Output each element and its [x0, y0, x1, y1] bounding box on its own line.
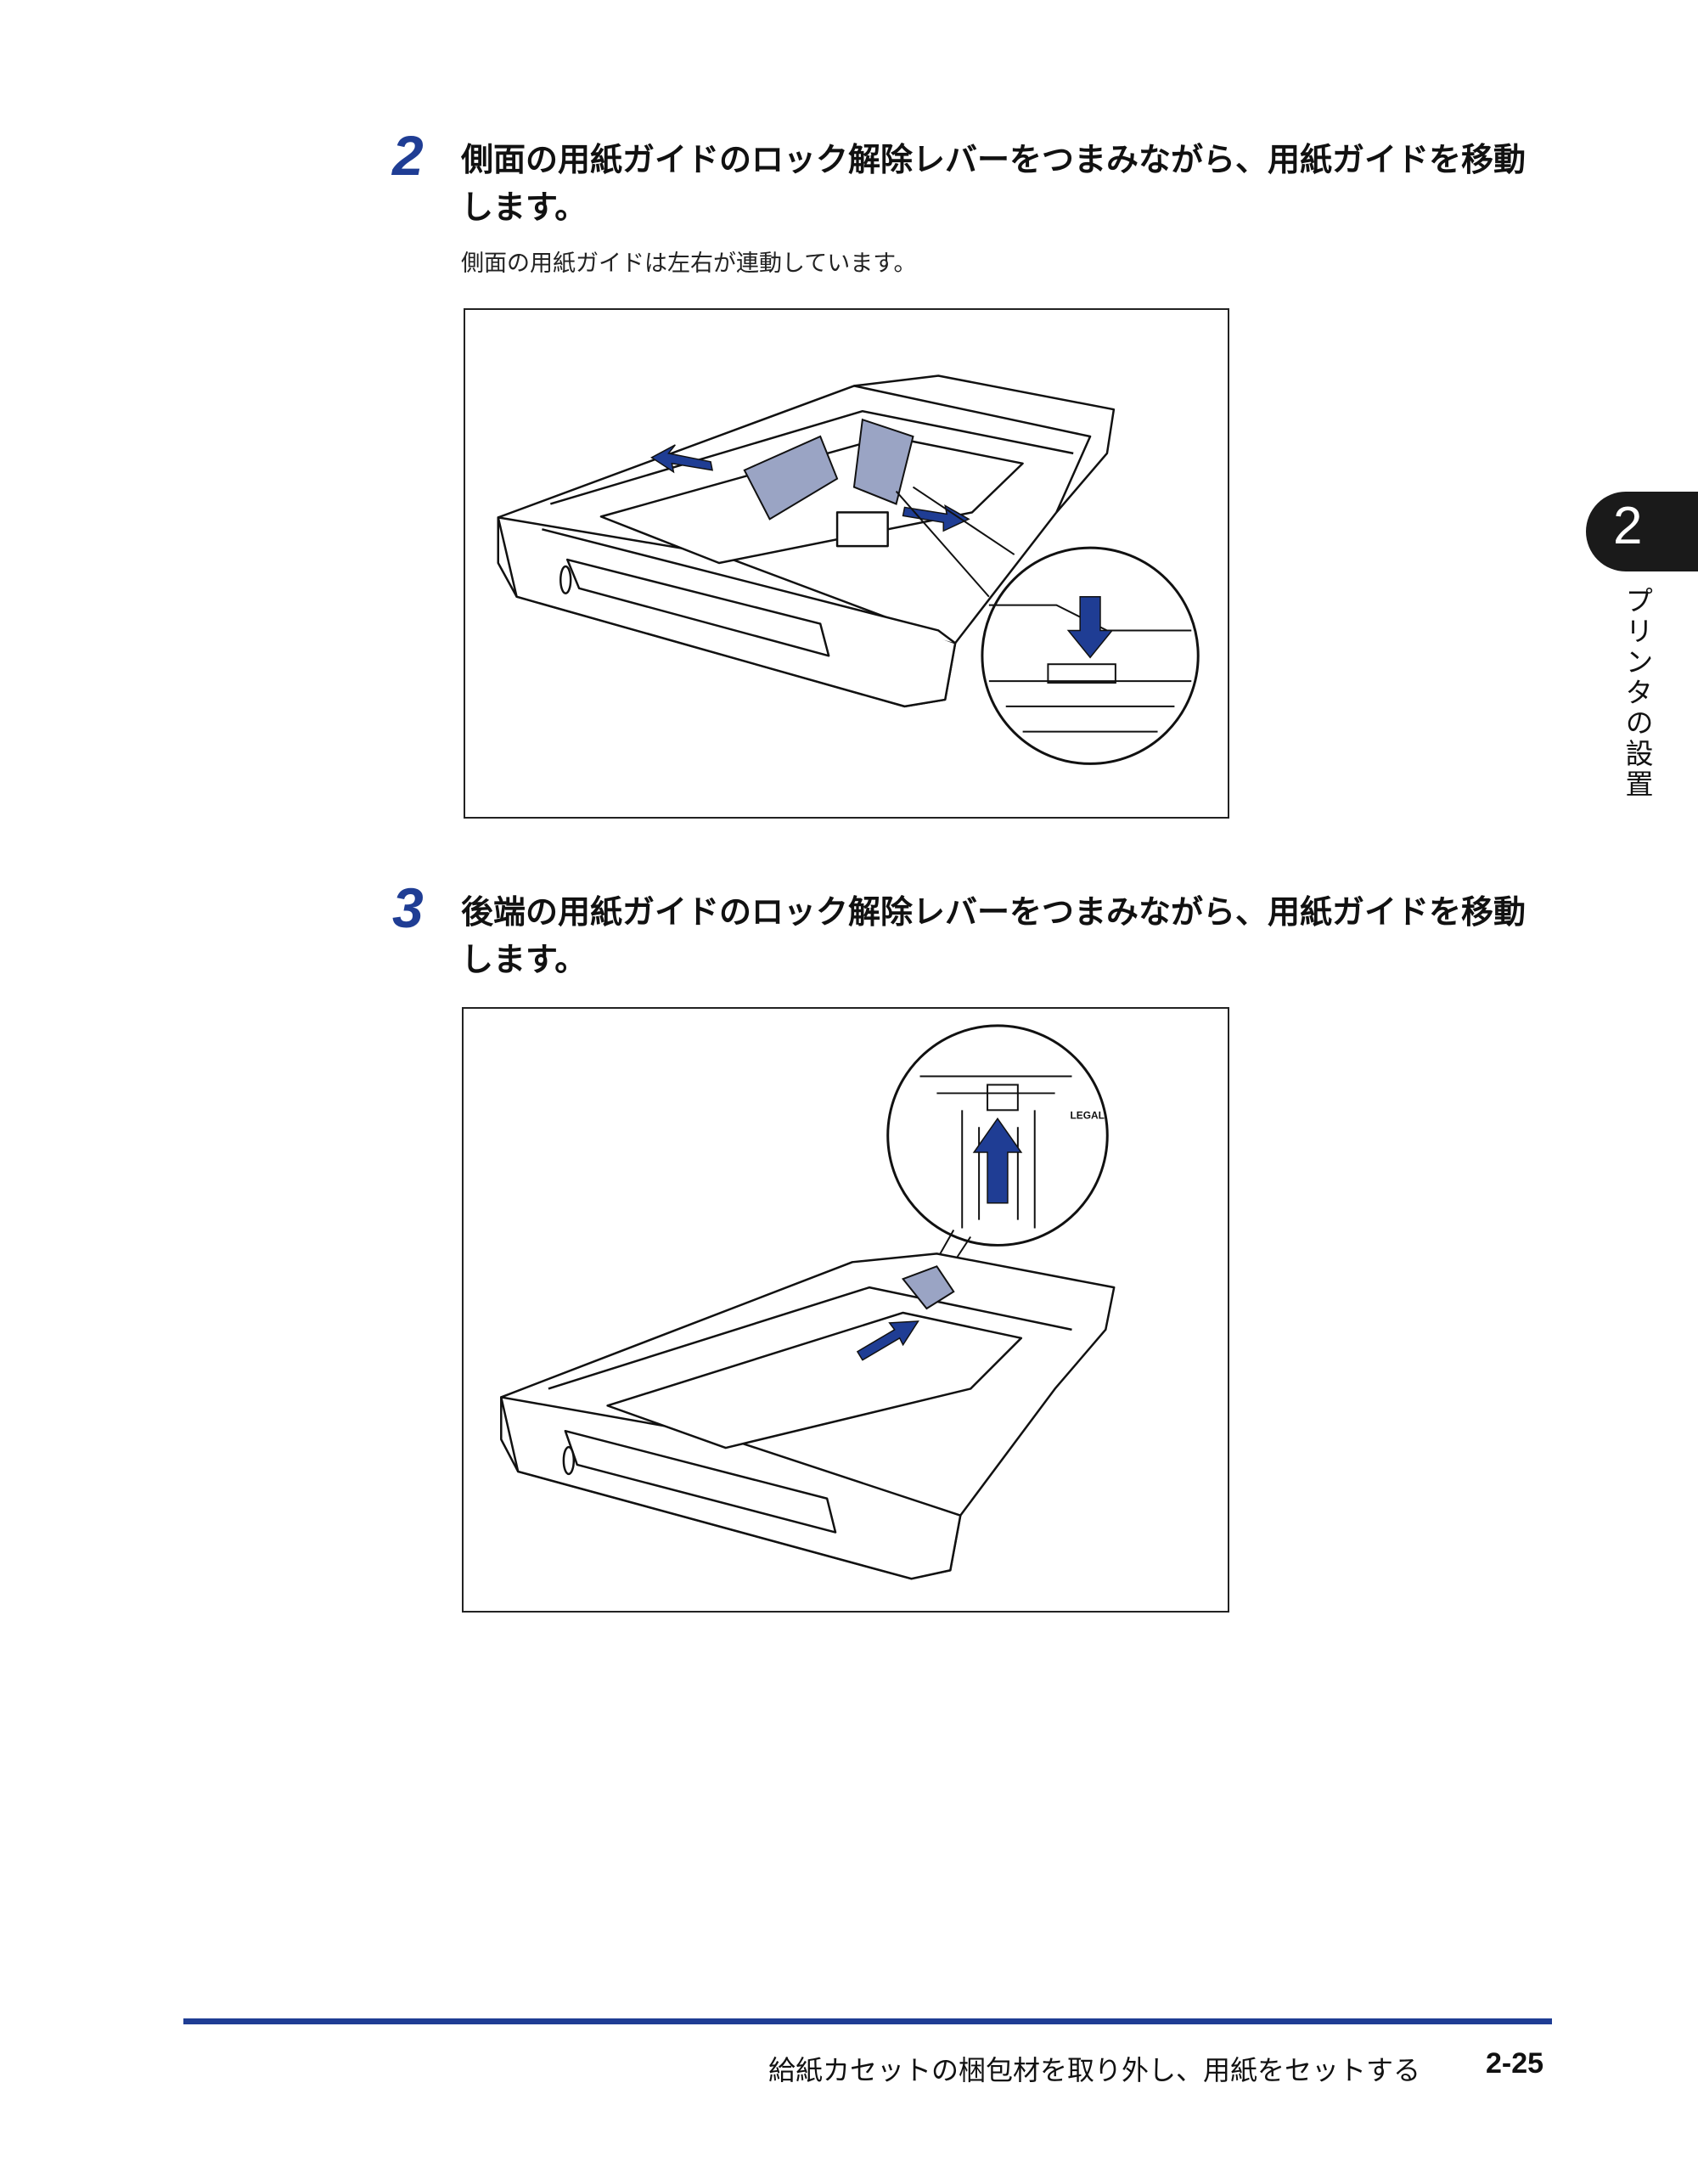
step-2-number: 2 — [392, 124, 424, 187]
step-2-text: 側面の用紙ガイドのロック解除レバーをつまみながら、用紙ガイドを移動します。 — [461, 141, 1527, 226]
legal-label: LEGAL — [1071, 1109, 1105, 1121]
paper-cassette-illustration-2: LEGAL — [500, 1024, 1116, 1580]
figure-rear-guide: LEGAL — [462, 1007, 1229, 1613]
footer-section-title: 給紙カセットの梱包材を取り外し、用紙をセットする — [768, 2054, 1421, 2086]
footer-rule — [183, 2018, 1552, 2024]
step-2-note: 側面の用紙ガイドは左右が連動しています。 — [461, 250, 917, 277]
chapter-tab-label: プリンタの設置 — [1621, 586, 1654, 800]
chapter-tab-number: 2 — [1613, 497, 1643, 555]
step-3-number: 3 — [392, 876, 424, 939]
paper-cassette-illustration — [497, 374, 1200, 765]
chapter-tab — [1586, 492, 1698, 571]
figure-side-guide — [464, 308, 1229, 819]
page-number: 2-25 — [1486, 2047, 1544, 2080]
step-3-text: 後端の用紙ガイドのロック解除レバーをつまみながら、用紙ガイドを移動します。 — [461, 893, 1527, 978]
